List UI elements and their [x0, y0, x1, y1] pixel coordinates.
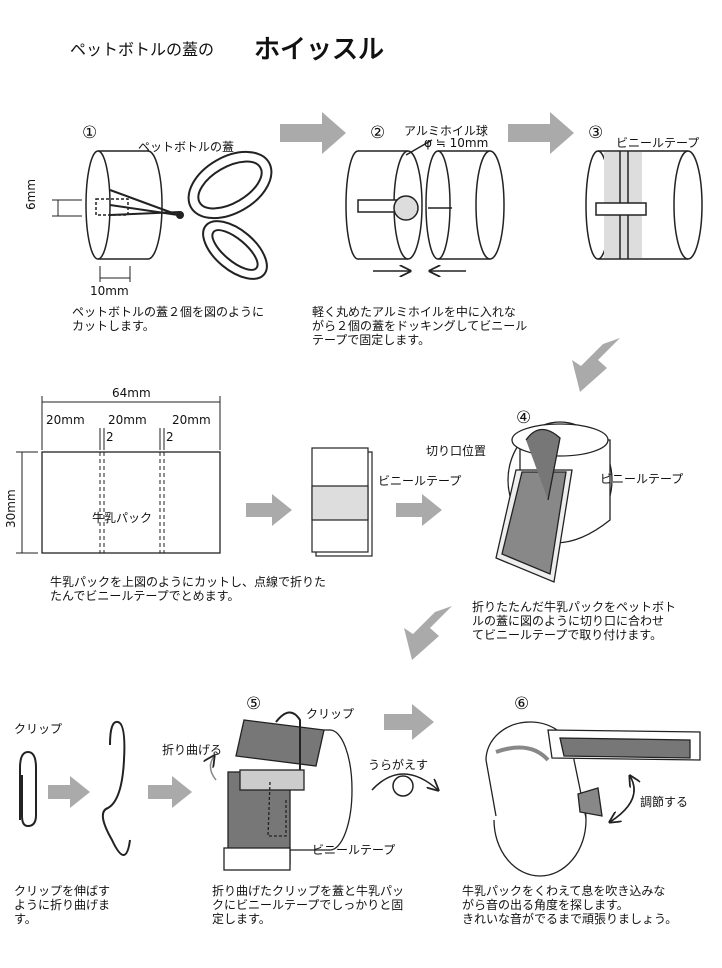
step4-cut-label: 切り口位置	[426, 444, 487, 458]
clip-caption: クリップを伸ばす ように折り曲げま す。	[14, 884, 111, 926]
bent-clip-icon	[101, 720, 131, 856]
step3-tape-label: ビニールテープ	[616, 136, 700, 150]
step4-illustration	[495, 421, 613, 583]
step2-foil-label: アルミホイル球	[404, 124, 488, 138]
flip-icon	[371, 773, 438, 797]
milk-seg1: 20mm	[46, 413, 85, 427]
scissors-icon	[109, 150, 273, 280]
step5-illustration	[223, 711, 353, 871]
step4-number: ④	[516, 408, 532, 428]
step3-number: ③	[588, 123, 604, 143]
step6-illustration	[480, 721, 701, 877]
step2-illustration	[345, 139, 505, 260]
step5-tape-label: ビニールテープ	[312, 843, 396, 857]
clip-label: クリップ	[14, 722, 63, 736]
arrow-milk-folded	[246, 494, 292, 526]
arrow-bent-s5	[148, 776, 192, 808]
milk-gap2: 2	[166, 430, 174, 444]
step1-cap-illustration	[85, 150, 163, 260]
step6-number: ⑥	[514, 694, 530, 714]
step3-illustration	[585, 150, 703, 260]
step4-caption: 折りたたんだ牛乳パックをペットボト ルの蓋に図のように切り口に合わせ てビニール…	[472, 600, 677, 642]
milk-gap1: 2	[106, 430, 114, 444]
step2-number: ②	[370, 123, 386, 143]
milk-total-width: 64mm	[112, 386, 151, 400]
arrow-2-3	[508, 112, 574, 154]
step2-size-label: φ ≒ 10mm	[424, 136, 489, 150]
step5-clip-label: クリップ	[306, 707, 355, 721]
milk-seg3: 20mm	[172, 413, 211, 427]
adjust-arrow-icon	[609, 776, 634, 823]
paperclip-icon	[19, 750, 37, 828]
step5-bend-label: 折り曲げる	[162, 743, 223, 757]
arrow-s4-clip	[404, 606, 452, 660]
step1-dimension-lines	[52, 199, 131, 282]
step6-caption: 牛乳パックをくわえて息を吹き込みな がら音の出る角度を探します。 きれいな音がで…	[462, 884, 678, 926]
subtitle: ペットボトルの蓋の	[70, 40, 215, 59]
step5-number: ⑤	[246, 694, 262, 714]
milk-seg2: 20mm	[108, 413, 147, 427]
flip-label: うらがえす	[368, 758, 429, 772]
adjust-arrow-icon-2	[610, 775, 635, 822]
milk-label: 牛乳パック	[92, 511, 153, 525]
step1-number: ①	[82, 123, 98, 143]
arrow-folded-s4	[396, 494, 442, 526]
step1-dim-width: 10mm	[90, 284, 129, 298]
arrow-3-milk	[572, 338, 620, 392]
step2-caption: 軽く丸めたアルミホイルを中に入れな がら２個の蓋をドッキングしてビニール テープ…	[312, 305, 528, 347]
step1-label: ペットボトルの蓋	[138, 140, 235, 154]
milk-height: 30mm	[4, 489, 18, 528]
folded-tape-label: ビニールテープ	[378, 474, 462, 488]
step1-dim-height: 6mm	[24, 178, 38, 210]
page-title: ホイッスル	[254, 35, 385, 65]
folded-carton	[311, 447, 373, 557]
arrow-1-2	[280, 112, 346, 154]
step5-caption: 折り曲げたクリップを蓋と牛乳パッ クにビニールテープでしっかりと固 定します。	[212, 884, 405, 926]
bend-curl-icon	[210, 756, 217, 781]
arrow-clip-bent	[48, 776, 90, 808]
step4-tape-label: ビニールテープ	[600, 472, 684, 486]
milk-caption: 牛乳パックを上図のようにカットし、点線で折りた たんでビニールテープでとめます。	[50, 575, 327, 603]
arrow-s5-s6	[384, 704, 434, 740]
step1-caption: ペットボトルの蓋２個を図のように カットします。	[72, 305, 265, 333]
milk-carton-pattern	[16, 396, 221, 554]
step6-adjust-label: 調節する	[640, 795, 689, 809]
